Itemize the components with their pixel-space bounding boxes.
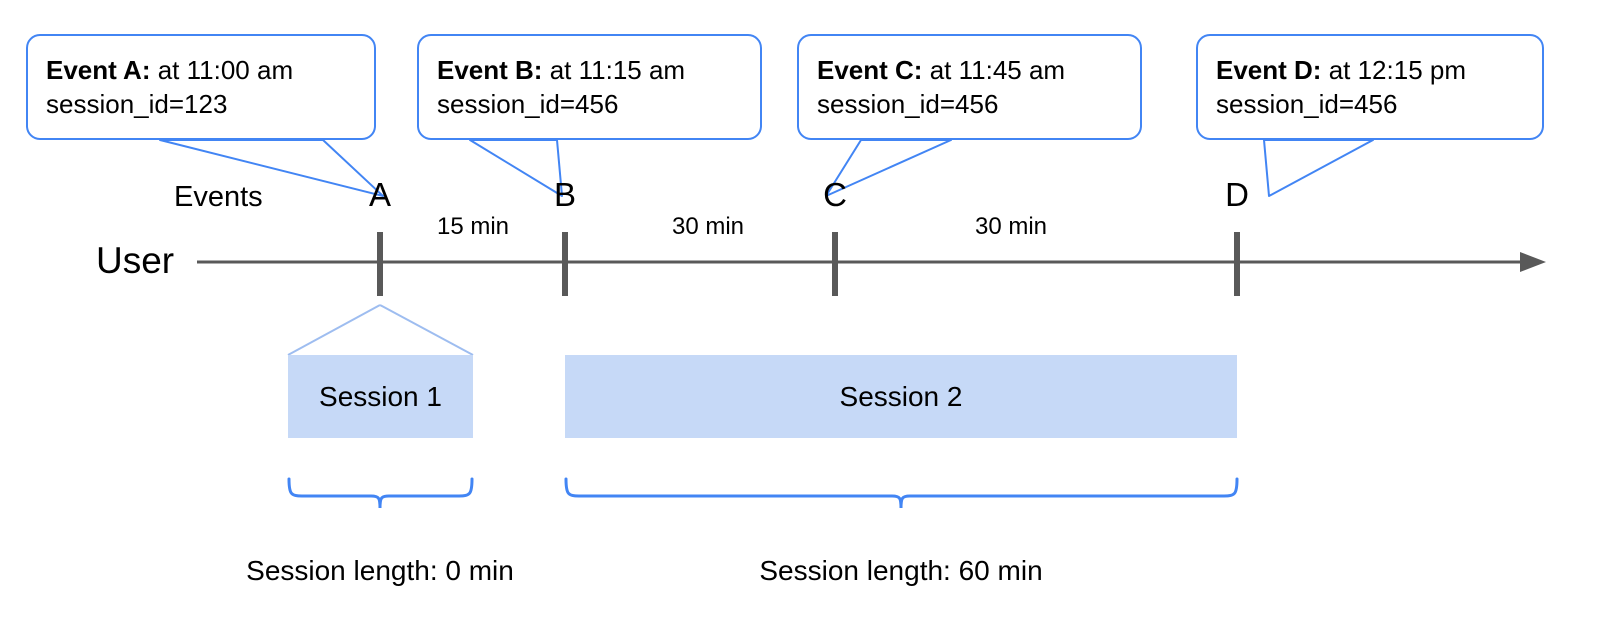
callout-event-c: Event C: at 11:45 am session_id=456 bbox=[797, 34, 1142, 140]
callout-c-time: at 11:45 am bbox=[922, 55, 1066, 85]
session-bar-2: Session 2 bbox=[565, 355, 1237, 438]
callout-event-a: Event A: at 11:00 am session_id=123 bbox=[26, 34, 376, 140]
callout-b-time: at 11:15 am bbox=[542, 55, 686, 85]
callout-c-line2: session_id=456 bbox=[817, 89, 999, 119]
session-bar-1: Session 1 bbox=[288, 355, 473, 438]
session-bar-2-label: Session 2 bbox=[839, 380, 963, 412]
callout-a-time: at 11:00 am bbox=[150, 55, 294, 85]
callout-event-b: Event B: at 11:15 am session_id=456 bbox=[417, 34, 762, 140]
callout-d-line2: session_id=456 bbox=[1216, 89, 1398, 119]
callout-a-line1: Event A: at 11:00 am bbox=[46, 53, 356, 87]
callout-event-d: Event D: at 12:15 pm session_id=456 bbox=[1196, 34, 1544, 140]
user-actor-label: User bbox=[96, 240, 175, 281]
session-2-length-caption: Session length: 60 min bbox=[759, 555, 1043, 586]
callout-c-title: Event C: bbox=[817, 55, 923, 85]
event-marker-d: D bbox=[1225, 176, 1249, 213]
event-marker-c: C bbox=[823, 176, 847, 213]
gap-label-a-b: 15 min bbox=[436, 213, 510, 240]
session-bar-1-label: Session 1 bbox=[319, 380, 442, 412]
events-row-label: Events bbox=[174, 181, 263, 213]
brace-session-1 bbox=[287, 477, 474, 509]
callout-b-title: Event B: bbox=[437, 55, 543, 85]
callout-d-tail bbox=[1263, 139, 1374, 197]
timeline-arrowhead bbox=[1520, 252, 1546, 272]
callout-a-title: Event A: bbox=[46, 55, 151, 85]
event-marker-b: B bbox=[553, 176, 577, 213]
event-marker-a: A bbox=[368, 176, 392, 213]
brace-session-2 bbox=[564, 477, 1239, 509]
callout-a-line2: session_id=123 bbox=[46, 89, 228, 119]
callout-b-line1: Event B: at 11:15 am bbox=[437, 53, 742, 87]
callout-d-time: at 12:15 pm bbox=[1321, 55, 1467, 85]
callout-b-line2: session_id=456 bbox=[437, 89, 619, 119]
session-1-length-caption: Session length: 0 min bbox=[246, 555, 514, 586]
session1-leader-right bbox=[379, 304, 474, 356]
gap-label-c-d: 30 min bbox=[974, 213, 1048, 240]
callout-c-line1: Event C: at 11:45 am bbox=[817, 53, 1122, 87]
callout-d-line1: Event D: at 12:15 pm bbox=[1216, 53, 1524, 87]
callout-b-tail bbox=[469, 139, 563, 197]
callout-d-title: Event D: bbox=[1216, 55, 1322, 85]
gap-label-b-c: 30 min bbox=[671, 213, 745, 240]
session1-leader-left bbox=[287, 304, 381, 356]
